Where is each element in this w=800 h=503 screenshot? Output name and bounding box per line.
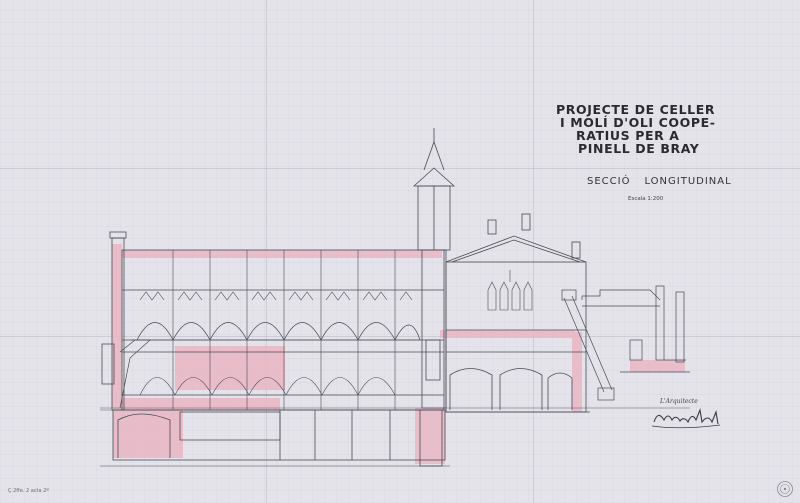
fold-line: [0, 168, 800, 169]
section-label: Secció Longitudinal: [587, 176, 732, 187]
title-line: Pinell de Bray: [578, 141, 700, 156]
project-title: Projecte de Celler i Molí d'Oli Coope- r…: [556, 103, 756, 155]
main-hall: [119, 249, 445, 411]
scale-label: Escala 1:200: [628, 196, 664, 202]
section-word: Secció: [587, 176, 631, 187]
architect-signature: [651, 407, 721, 429]
archive-stamp-icon: [777, 481, 793, 497]
title-line: ratius per a: [576, 128, 680, 143]
title-line: Projecte de Celler: [556, 102, 716, 117]
fold-line: [533, 0, 534, 503]
archive-note: Ç 2ffe. 2 acta 2º: [8, 488, 49, 494]
tower: [412, 128, 456, 409]
right-annex: [581, 285, 690, 373]
right-hall: [445, 213, 590, 413]
section-word: Longitudinal: [644, 176, 732, 187]
elevator-conveyor: [561, 289, 615, 401]
ground-lines: [100, 407, 690, 411]
pink-wash: [112, 244, 685, 464]
title-line: i Molí d'Oli Coope-: [560, 115, 716, 130]
fold-line: [0, 336, 800, 337]
architect-label: L'Arquitecte: [660, 398, 698, 405]
basement: [100, 409, 450, 467]
